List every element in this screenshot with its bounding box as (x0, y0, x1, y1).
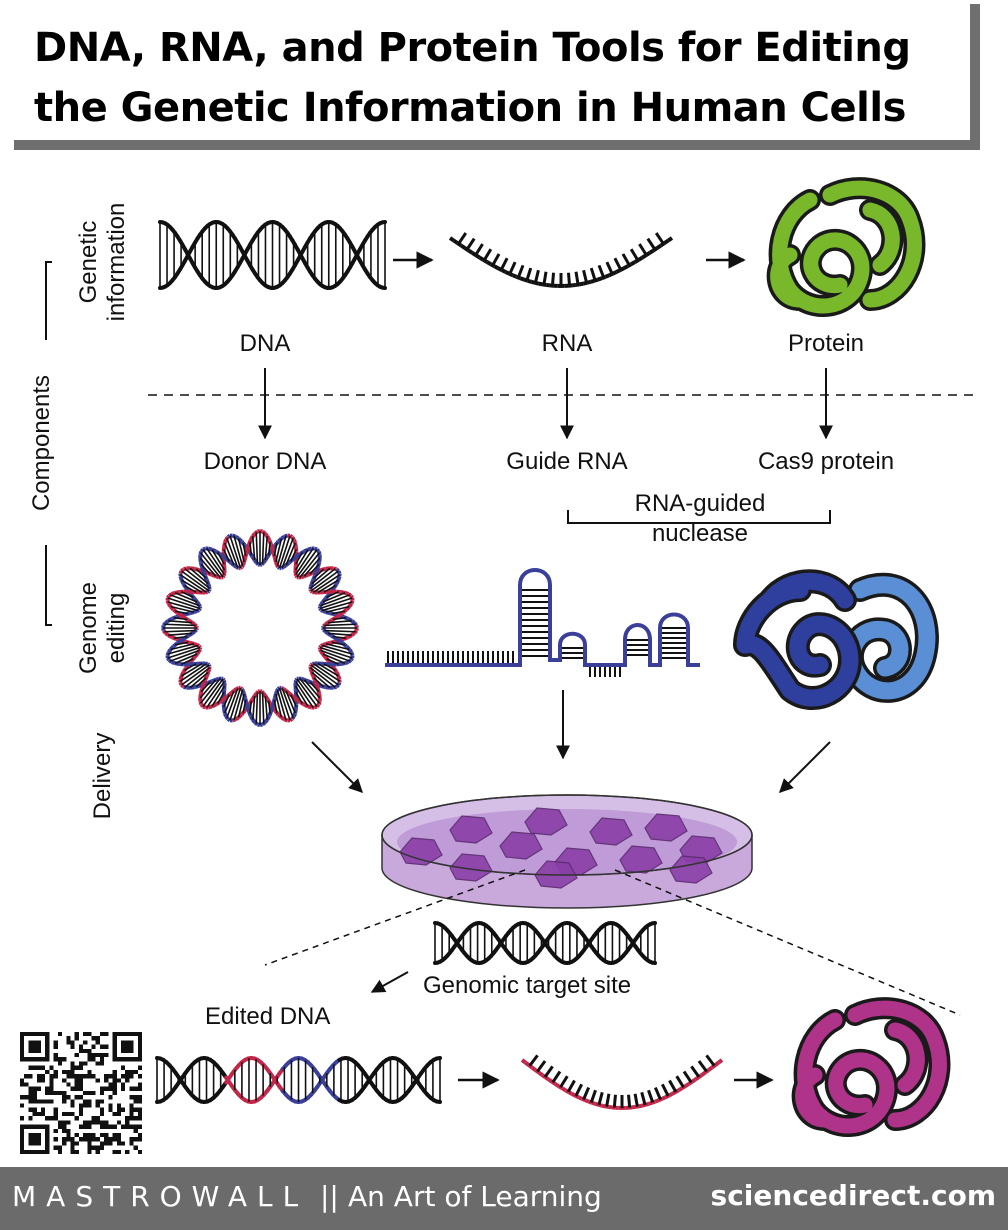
label-cas9-protein: Cas9 protein (757, 448, 895, 475)
title-line-2: the Genetic Information in Human Cells (34, 85, 906, 131)
arrow-donor-to-dish (311, 741, 363, 793)
label-genetic-information: Genetic information (75, 202, 130, 322)
zoom-line-left (264, 869, 526, 966)
label-components: Components (28, 374, 55, 512)
title-line-1: DNA, RNA, and Protein Tools for Editing (34, 25, 911, 71)
components-bracket (45, 261, 52, 626)
cas9-protein-icon (733, 569, 939, 710)
label-rna: RNA (541, 330, 593, 357)
footer-bar: MASTROWALL || An Art of Learning science… (0, 1167, 1008, 1230)
footer-site-link[interactable]: sciencedirect.com (710, 1179, 996, 1212)
label-guide-rna: Guide RNA (506, 448, 628, 475)
zoom-line-right (614, 869, 961, 1016)
diagram-canvas (45, 177, 975, 1137)
plasmid-ring-icon (161, 529, 359, 727)
edited-protein-fold-icon (791, 997, 951, 1137)
label-genome-editing: Genome editing (75, 581, 130, 675)
nuclease-bracket (567, 510, 831, 524)
label-protein: Protein (787, 330, 865, 357)
label-delivery: Delivery (89, 732, 116, 820)
rna-strand-icon (448, 232, 674, 288)
edited-dna-helix-icon (155, 1056, 442, 1104)
arrow-cas9-to-dish (779, 741, 831, 793)
qr-code-icon (20, 1032, 142, 1154)
target-dna-helix-icon (433, 921, 657, 965)
page-title: DNA, RNA, and Protein Tools for Editing … (34, 18, 974, 138)
footer-separator: || (320, 1180, 339, 1213)
cell-cluster (399, 807, 723, 889)
label-donor-dna: Donor DNA (203, 448, 327, 475)
label-dna: DNA (239, 330, 291, 357)
protein-fold-icon (766, 177, 926, 317)
edited-rna-strand-icon (520, 1054, 724, 1110)
footer-tagline: An Art of Learning (348, 1180, 602, 1213)
label-genomic-target-site: Genomic target site (423, 972, 632, 999)
dna-helix-icon (158, 220, 387, 290)
arrow-to-edited (370, 971, 409, 993)
label-rna-guided: RNA-guided (634, 490, 766, 517)
petri-dish-icon (381, 794, 753, 909)
label-nuclease: nuclease (651, 520, 749, 547)
footer-brand: MASTROWALL (12, 1180, 309, 1213)
guide-rna-hairpin-icon (385, 568, 700, 677)
label-edited-dna: Edited DNA (205, 1003, 331, 1030)
title-box: DNA, RNA, and Protein Tools for Editing … (14, 4, 980, 150)
